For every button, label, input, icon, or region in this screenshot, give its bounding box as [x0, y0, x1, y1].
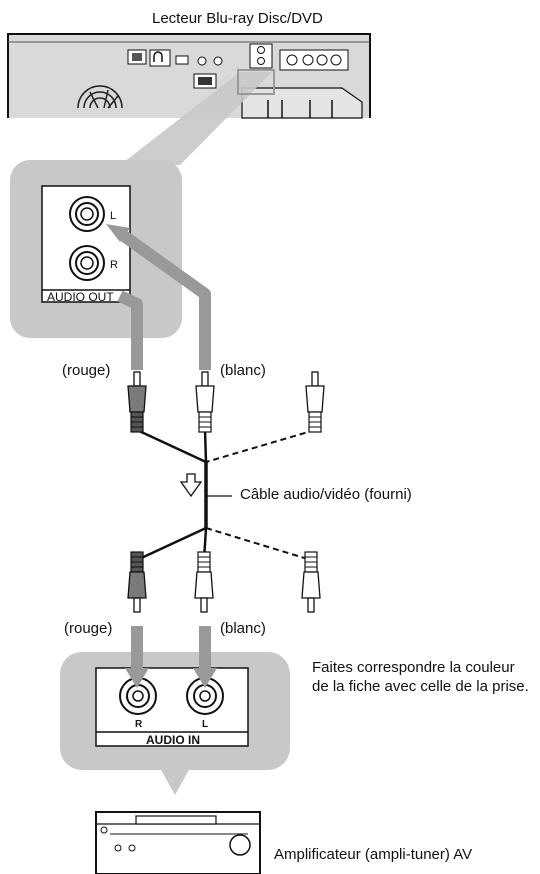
amp-port-R-label: R	[135, 719, 143, 730]
color-match-note: Faites correspondre la couleur de la fic…	[312, 659, 529, 695]
plug-label-bottom-red: (rouge)	[64, 620, 113, 637]
av-amplifier	[95, 811, 261, 874]
player-section-label: AUDIO OUT	[47, 290, 114, 304]
amp-port-L-label: L	[202, 719, 208, 730]
plug-top-white	[195, 371, 215, 433]
cable-label: Câble audio/vidéo (fourni)	[240, 486, 412, 503]
plug-label-bottom-white: (blanc)	[220, 620, 266, 637]
direction-down-arrow-icon	[179, 473, 203, 498]
plug-label-top-white: (blanc)	[220, 362, 266, 379]
zoom-callout-beam	[120, 72, 272, 165]
zoom-source-highlight	[237, 69, 275, 95]
av-cable	[136, 428, 316, 562]
plug-bottom-red	[127, 551, 147, 613]
amp-callout-pointer	[160, 768, 190, 795]
device-title: Lecteur Blu-ray Disc/DVD	[152, 10, 323, 27]
amplifier-title: Amplificateur (ampli-tuner) AV	[274, 846, 473, 863]
plug-bottom-white	[194, 551, 214, 613]
amp-section-label: AUDIO IN	[146, 733, 200, 747]
player-arrows	[106, 224, 211, 370]
plug-top-video	[305, 371, 325, 433]
player-port-R-label: R	[110, 259, 118, 271]
plug-bottom-video	[301, 551, 321, 613]
plug-top-red	[127, 371, 147, 433]
player-audio-out-block	[41, 185, 131, 303]
amp-arrows	[125, 626, 217, 688]
player-port-L-label: L	[110, 210, 116, 222]
plug-label-top-red: (rouge)	[62, 362, 111, 379]
amp-audio-in-block	[95, 667, 249, 747]
